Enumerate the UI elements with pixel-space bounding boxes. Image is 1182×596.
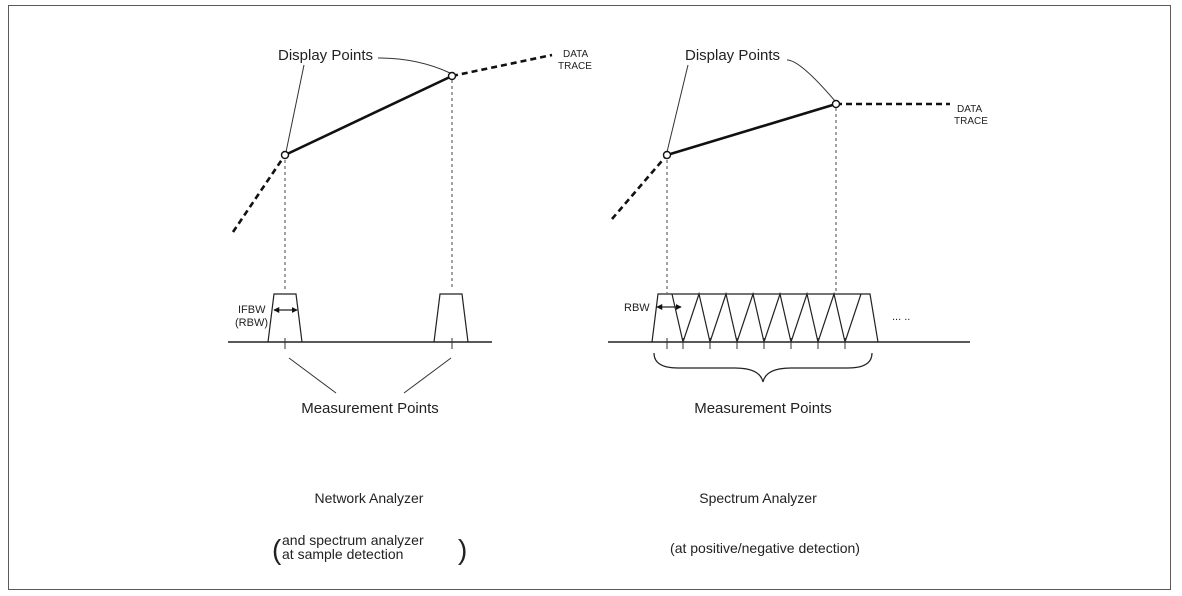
- sa-measurement-ticks: [666, 338, 846, 349]
- na-filter-shape-1: [267, 293, 303, 343]
- na-display-points-label: Display Points: [278, 47, 373, 64]
- sa-ellipsis: ... ..: [892, 311, 910, 323]
- na-display-point-1: [280, 150, 290, 160]
- sa-data-trace-label-1: DATA: [957, 104, 983, 115]
- sa-display-leader-1: [666, 64, 689, 153]
- na-data-trace-label-2: TRACE: [558, 61, 592, 72]
- sa-title: Spectrum Analyzer: [699, 490, 817, 506]
- sa-rbw-label: RBW: [624, 302, 650, 314]
- sa-display-point-2: [831, 99, 841, 109]
- spectrum-analyzer-panel: Display Points DATA TRACE RBW ... .. Mea…: [608, 47, 988, 556]
- na-data-trace-label-1: DATA: [563, 49, 589, 60]
- na-trace-lower-dashed: [231, 154, 287, 233]
- na-ifbw-label: IFBW: [238, 304, 266, 316]
- na-measurement-leader-2: [403, 357, 452, 394]
- na-trace-solid: [284, 74, 453, 157]
- diagram-frame: [8, 5, 1171, 590]
- sa-trace-solid: [666, 102, 837, 157]
- na-paren-open: (: [272, 534, 282, 565]
- na-measurement-leader-1: [288, 357, 337, 394]
- sa-data-trace-label-2: TRACE: [954, 116, 988, 127]
- sa-measurement-points-label: Measurement Points: [694, 400, 832, 417]
- na-title: Network Analyzer: [315, 490, 424, 506]
- sa-display-leader-2: [786, 59, 836, 102]
- na-subtitle-line-1: and spectrum analyzer: [282, 532, 424, 548]
- sa-measurement-brace: [653, 352, 873, 383]
- na-subtitle-line-2: at sample detection: [282, 546, 403, 562]
- sa-trace-lower-dashed: [611, 154, 668, 220]
- na-display-point-2: [447, 71, 457, 81]
- network-analyzer-panel: Display Points DATA TRACE IFBW (RBW) Mea…: [228, 47, 592, 565]
- na-paren-close: ): [458, 534, 467, 565]
- na-measurement-points-label: Measurement Points: [301, 400, 439, 417]
- sa-rbw-zigzag: [671, 291, 862, 345]
- sa-subtitle: (at positive/negative detection): [670, 540, 860, 556]
- na-trace-upper-dashed: [451, 53, 553, 78]
- na-filter-shape-2: [433, 293, 469, 343]
- na-display-leader-1: [285, 64, 305, 153]
- sa-display-points-label: Display Points: [685, 47, 780, 64]
- na-display-leader-2: [377, 57, 451, 74]
- na-rbw-label: (RBW): [235, 317, 268, 329]
- sa-rbw-envelope: [651, 293, 879, 343]
- sa-display-point-1: [662, 150, 672, 160]
